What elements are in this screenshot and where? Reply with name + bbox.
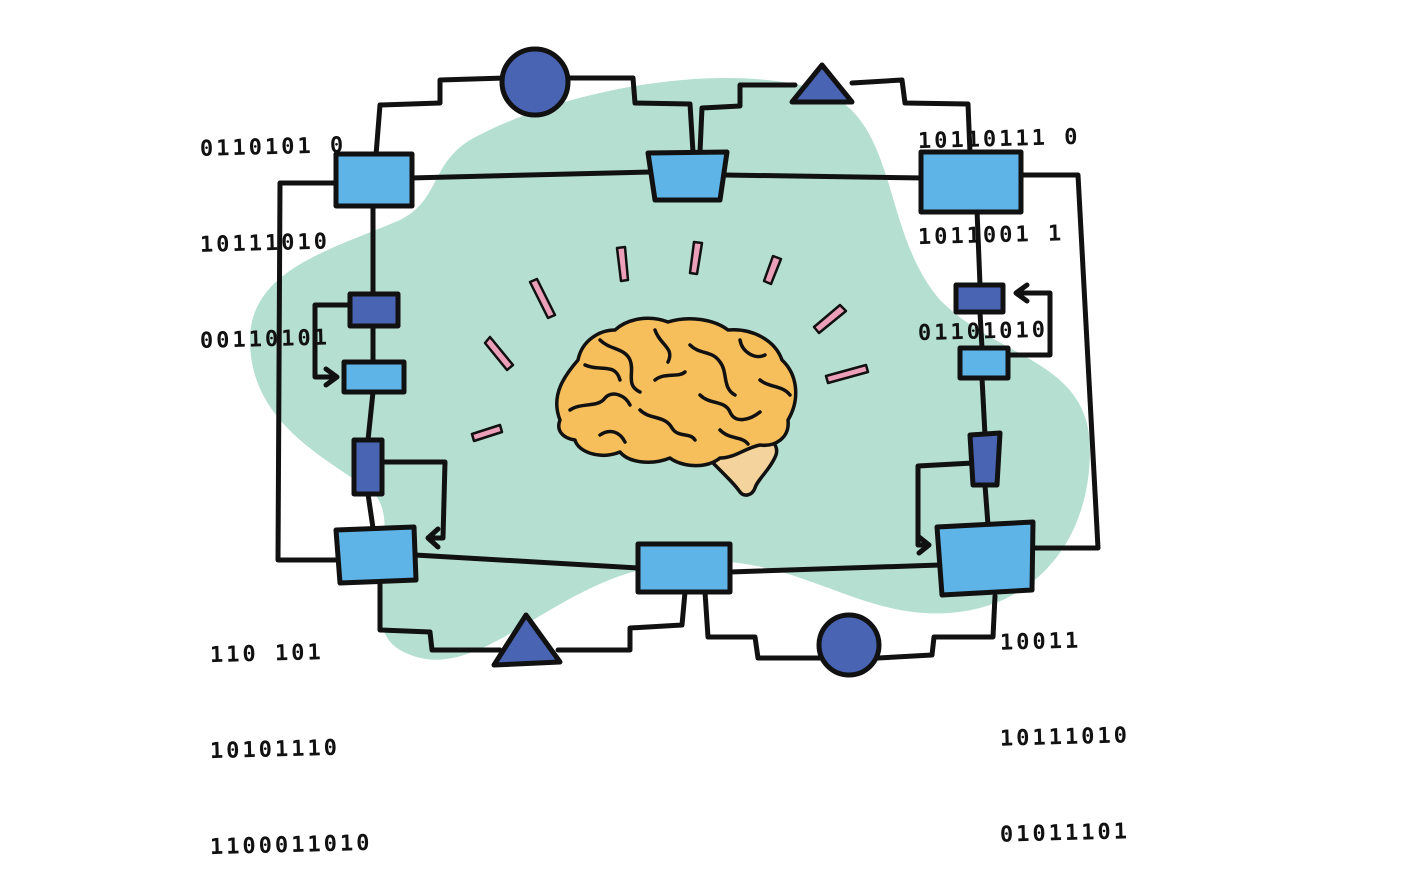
spark-mark — [470, 423, 504, 443]
connector-line — [702, 589, 825, 661]
connector-line — [974, 207, 983, 288]
connector-line — [697, 82, 798, 155]
binary-line: 110 101 — [209, 640, 325, 669]
triangle-shape — [789, 62, 855, 105]
binary-line: 1100011010 — [209, 830, 373, 861]
binary-code-bottom-right: 10011 10111010 01011101 — [999, 562, 1131, 882]
node-box — [953, 282, 1006, 315]
connector-line — [365, 389, 376, 443]
connector-line — [977, 309, 985, 351]
brain-fold — [598, 338, 642, 394]
node-box — [645, 149, 730, 203]
feedback-line — [312, 302, 355, 380]
binary-line: 10110111 0 — [917, 124, 1081, 155]
brain-fold — [598, 429, 627, 444]
connector-line — [365, 491, 376, 531]
connector-line — [377, 579, 503, 653]
binary-line: 0110101 0 — [199, 133, 347, 162]
node-box — [957, 345, 1011, 381]
connector-line — [727, 562, 943, 575]
arrow-icon — [916, 534, 932, 556]
spark-mark — [483, 335, 515, 372]
circle-shape — [499, 46, 571, 118]
binary-line: 10101110 — [209, 735, 341, 765]
feedback-line — [1005, 290, 1053, 358]
arrow-icon — [425, 526, 441, 550]
brain-fold — [583, 363, 622, 382]
binary-line: 01101010 — [917, 317, 1049, 347]
node-box — [351, 437, 385, 497]
node-box — [918, 149, 1024, 215]
spark-mark — [812, 303, 848, 335]
spark-mark — [688, 240, 704, 276]
connector-line — [722, 172, 928, 181]
spark-mark — [615, 245, 630, 283]
triangle-shape — [491, 612, 563, 668]
connector-line — [373, 75, 508, 158]
brain-fold — [758, 378, 792, 397]
node-box — [635, 541, 733, 595]
binary-line: 10111010 — [199, 229, 331, 258]
binary-line: 10011 — [999, 628, 1082, 656]
brain-shape — [554, 316, 798, 468]
feedback-line — [915, 460, 976, 548]
connector-line — [412, 552, 641, 571]
binary-line: 00110101 — [199, 325, 331, 354]
arrow-icon — [323, 366, 340, 388]
connector-line — [849, 77, 973, 156]
binary-line: 10111010 — [999, 723, 1131, 752]
connector-line — [982, 482, 991, 528]
node-box — [333, 524, 419, 586]
connector-line — [565, 75, 696, 155]
connector-line — [875, 593, 998, 661]
spark-mark — [762, 254, 783, 286]
brain-icon — [554, 316, 798, 497]
binary-line: 1011001 1 — [917, 221, 1065, 251]
brain-fold — [653, 370, 687, 382]
node-box — [333, 151, 415, 209]
connector-line — [555, 589, 688, 653]
arrow-icon — [1013, 282, 1030, 304]
brain-fold — [653, 328, 672, 364]
binary-code-top-right: 10110111 0 1011001 1 01101010 — [917, 60, 1081, 380]
binary-code-bottom-left: 110 101 10101110 1100011010 — [209, 574, 373, 894]
connector-line — [275, 180, 343, 563]
brain-fold — [638, 408, 697, 442]
brain-fold — [718, 428, 750, 446]
binary-line: 01011101 — [999, 819, 1131, 848]
node-box — [967, 430, 1003, 488]
node-box — [341, 359, 407, 395]
feedback-line — [379, 459, 448, 541]
brain-fold — [738, 338, 767, 359]
node-box — [934, 519, 1036, 598]
binary-code-top-left: 0110101 0 10111010 00110101 — [199, 68, 347, 388]
connector-line — [407, 169, 653, 181]
brain-fold — [688, 343, 737, 397]
spark-mark — [528, 277, 557, 320]
network-brain-illustration — [250, 46, 1101, 678]
node-box — [347, 291, 401, 329]
brain-fold — [568, 392, 632, 412]
connector-line — [979, 375, 988, 438]
brain-fold — [698, 393, 762, 422]
connector-line — [1017, 172, 1101, 551]
spark-mark — [824, 363, 870, 385]
circle-shape — [816, 612, 882, 678]
